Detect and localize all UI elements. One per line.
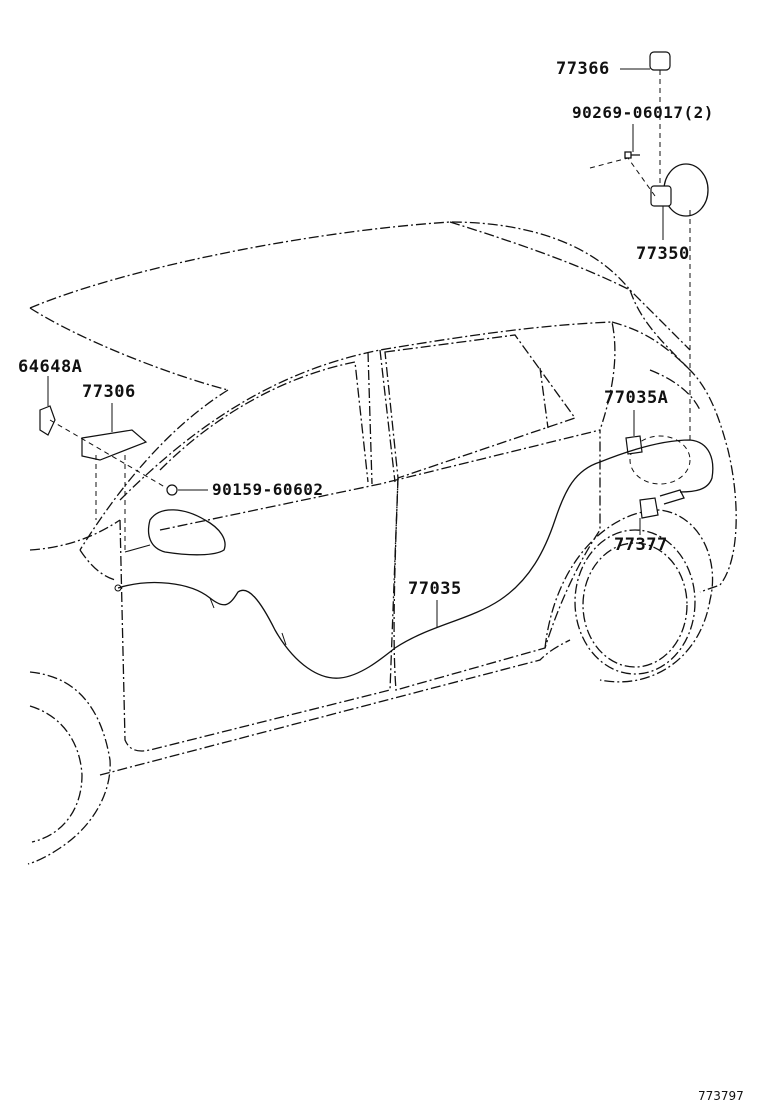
front-door-outline bbox=[119, 477, 399, 752]
rear-lamp bbox=[649, 369, 701, 411]
release-cable bbox=[117, 439, 714, 679]
upper-beltline bbox=[119, 321, 616, 501]
c-pillar bbox=[539, 367, 549, 429]
label-90159-60602: 90159-60602 bbox=[212, 480, 324, 499]
figure-number: 773797 bbox=[698, 1089, 744, 1103]
a-pillar bbox=[79, 389, 229, 551]
roof-front-edge bbox=[29, 307, 229, 391]
label-64648a: 64648A bbox=[18, 357, 83, 377]
rear-tire bbox=[574, 529, 696, 675]
window-frame-front bbox=[159, 361, 369, 483]
mirror-arm bbox=[124, 544, 151, 553]
front-tire bbox=[29, 705, 83, 843]
cable-clamp bbox=[625, 435, 643, 455]
label-77350: 77350 bbox=[636, 244, 690, 264]
window-frame-rear bbox=[384, 334, 577, 479]
rear-hatch bbox=[629, 289, 689, 369]
cable-bracket bbox=[209, 597, 287, 646]
side-mirror bbox=[147, 509, 226, 556]
screw-90269 bbox=[624, 151, 640, 159]
label-77306: 77306 bbox=[82, 382, 136, 402]
rear-wheel bbox=[582, 542, 688, 668]
cable-start-ring bbox=[114, 584, 122, 592]
label-77377: 77377 bbox=[614, 535, 668, 555]
screw-90159 bbox=[166, 484, 178, 496]
label-77035: 77035 bbox=[408, 579, 462, 599]
rear-quarter bbox=[611, 321, 737, 593]
rocker-panel bbox=[99, 639, 571, 776]
lever-clip bbox=[39, 405, 56, 436]
roof-outline bbox=[29, 221, 631, 309]
hood-line bbox=[29, 519, 121, 551]
opener-lever bbox=[81, 429, 148, 461]
fuel-lid-lock-housing bbox=[649, 51, 671, 71]
rear-door-outline bbox=[393, 430, 601, 691]
fuel-lid-lock bbox=[650, 185, 672, 207]
label-77366: 77366 bbox=[556, 59, 610, 79]
rear-wheel-arch bbox=[544, 509, 714, 683]
label-77035a: 77035A bbox=[604, 388, 669, 408]
label-90269-06017: 90269-06017(2) bbox=[572, 103, 714, 122]
front-lower bbox=[79, 549, 116, 581]
cable-end bbox=[639, 497, 659, 519]
beltline bbox=[159, 429, 601, 531]
fuel-opening bbox=[629, 435, 691, 485]
b-pillar bbox=[367, 349, 396, 485]
screw-guide bbox=[589, 157, 656, 197]
front-wheel-arch bbox=[27, 671, 111, 865]
roof-inner-line bbox=[449, 221, 691, 351]
cable-end-pin bbox=[659, 489, 685, 505]
